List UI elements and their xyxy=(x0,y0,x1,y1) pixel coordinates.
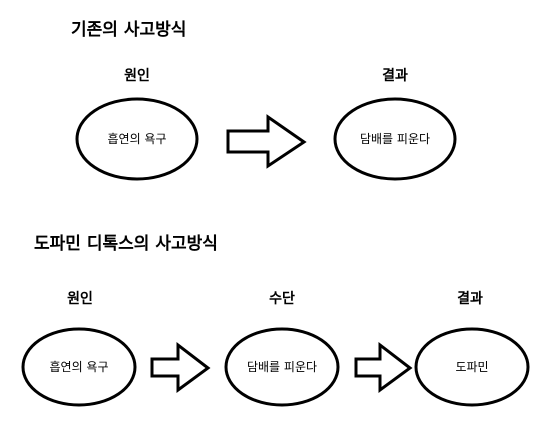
s1-cause-label: 원인 xyxy=(124,68,150,84)
s1-arrow-icon xyxy=(226,114,307,169)
s2-means-ellipse xyxy=(224,327,340,407)
s1-cause-ellipse xyxy=(75,97,199,181)
s2-arrow1-icon xyxy=(150,341,211,393)
s1-title: 기존의 사고방식 xyxy=(71,20,187,40)
s2-result-text: 도파민 xyxy=(455,360,489,374)
s2-cause-ellipse xyxy=(21,327,137,407)
s2-arrow2-icon xyxy=(354,341,413,393)
s2-result-label: 결과 xyxy=(457,291,483,307)
s2-means-label: 수단 xyxy=(269,291,295,307)
s2-cause-label: 원인 xyxy=(67,291,93,307)
s2-means-text: 담배를 피운다 xyxy=(246,360,318,374)
s2-cause-text: 흡연의 욕구 xyxy=(49,360,109,374)
s2-result-ellipse xyxy=(414,327,530,407)
s2-title: 도파민 디톡스의 사고방식 xyxy=(34,234,218,254)
s1-result-text: 담배를 피운다 xyxy=(359,132,431,146)
s1-result-label: 결과 xyxy=(382,68,408,84)
s1-cause-text: 흡연의 욕구 xyxy=(107,132,167,146)
s1-result-ellipse xyxy=(333,97,457,181)
